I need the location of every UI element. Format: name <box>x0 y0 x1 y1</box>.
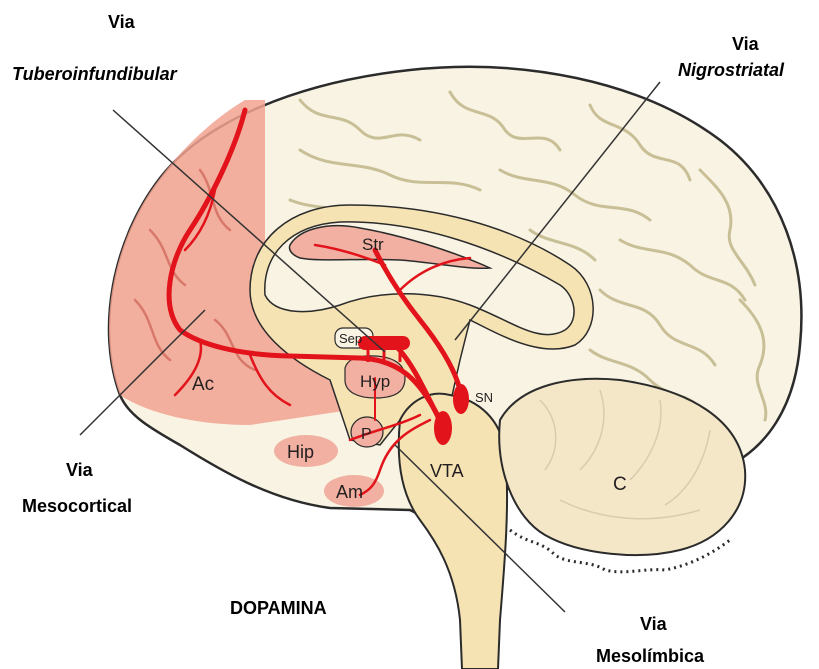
label-vta: VTA <box>430 461 464 481</box>
nigrostriatal-via: Via <box>732 34 760 54</box>
label-str: Str <box>362 235 384 254</box>
mesocortical-name: Mesocortical <box>22 496 132 516</box>
label-sn: SN <box>475 390 493 405</box>
mesolimbic-name: Mesolímbica <box>596 646 705 666</box>
substantia-nigra-node <box>453 384 469 414</box>
label-ac: Ac <box>192 374 214 395</box>
brainstem <box>399 394 507 669</box>
label-hip: Hip <box>287 442 314 462</box>
vta-node <box>434 411 452 445</box>
tuberoinfundibular-name: Tuberoinfundibular <box>12 64 178 84</box>
label-hyp: Hyp <box>360 372 390 391</box>
label-am: Am <box>336 482 363 502</box>
mesolimbic-via: Via <box>640 614 668 634</box>
mesocortical-via: Via <box>66 460 94 480</box>
label-p: P <box>361 426 372 443</box>
tuberoinfundibular-via: Via <box>108 12 136 32</box>
label-c: C <box>613 474 627 495</box>
tuberoinfundibular-node <box>358 336 410 350</box>
nigrostriatal-name: Nigrostriatal <box>678 60 785 80</box>
figure-title: DOPAMINA <box>230 598 327 618</box>
label-sep: Sep <box>339 331 362 346</box>
